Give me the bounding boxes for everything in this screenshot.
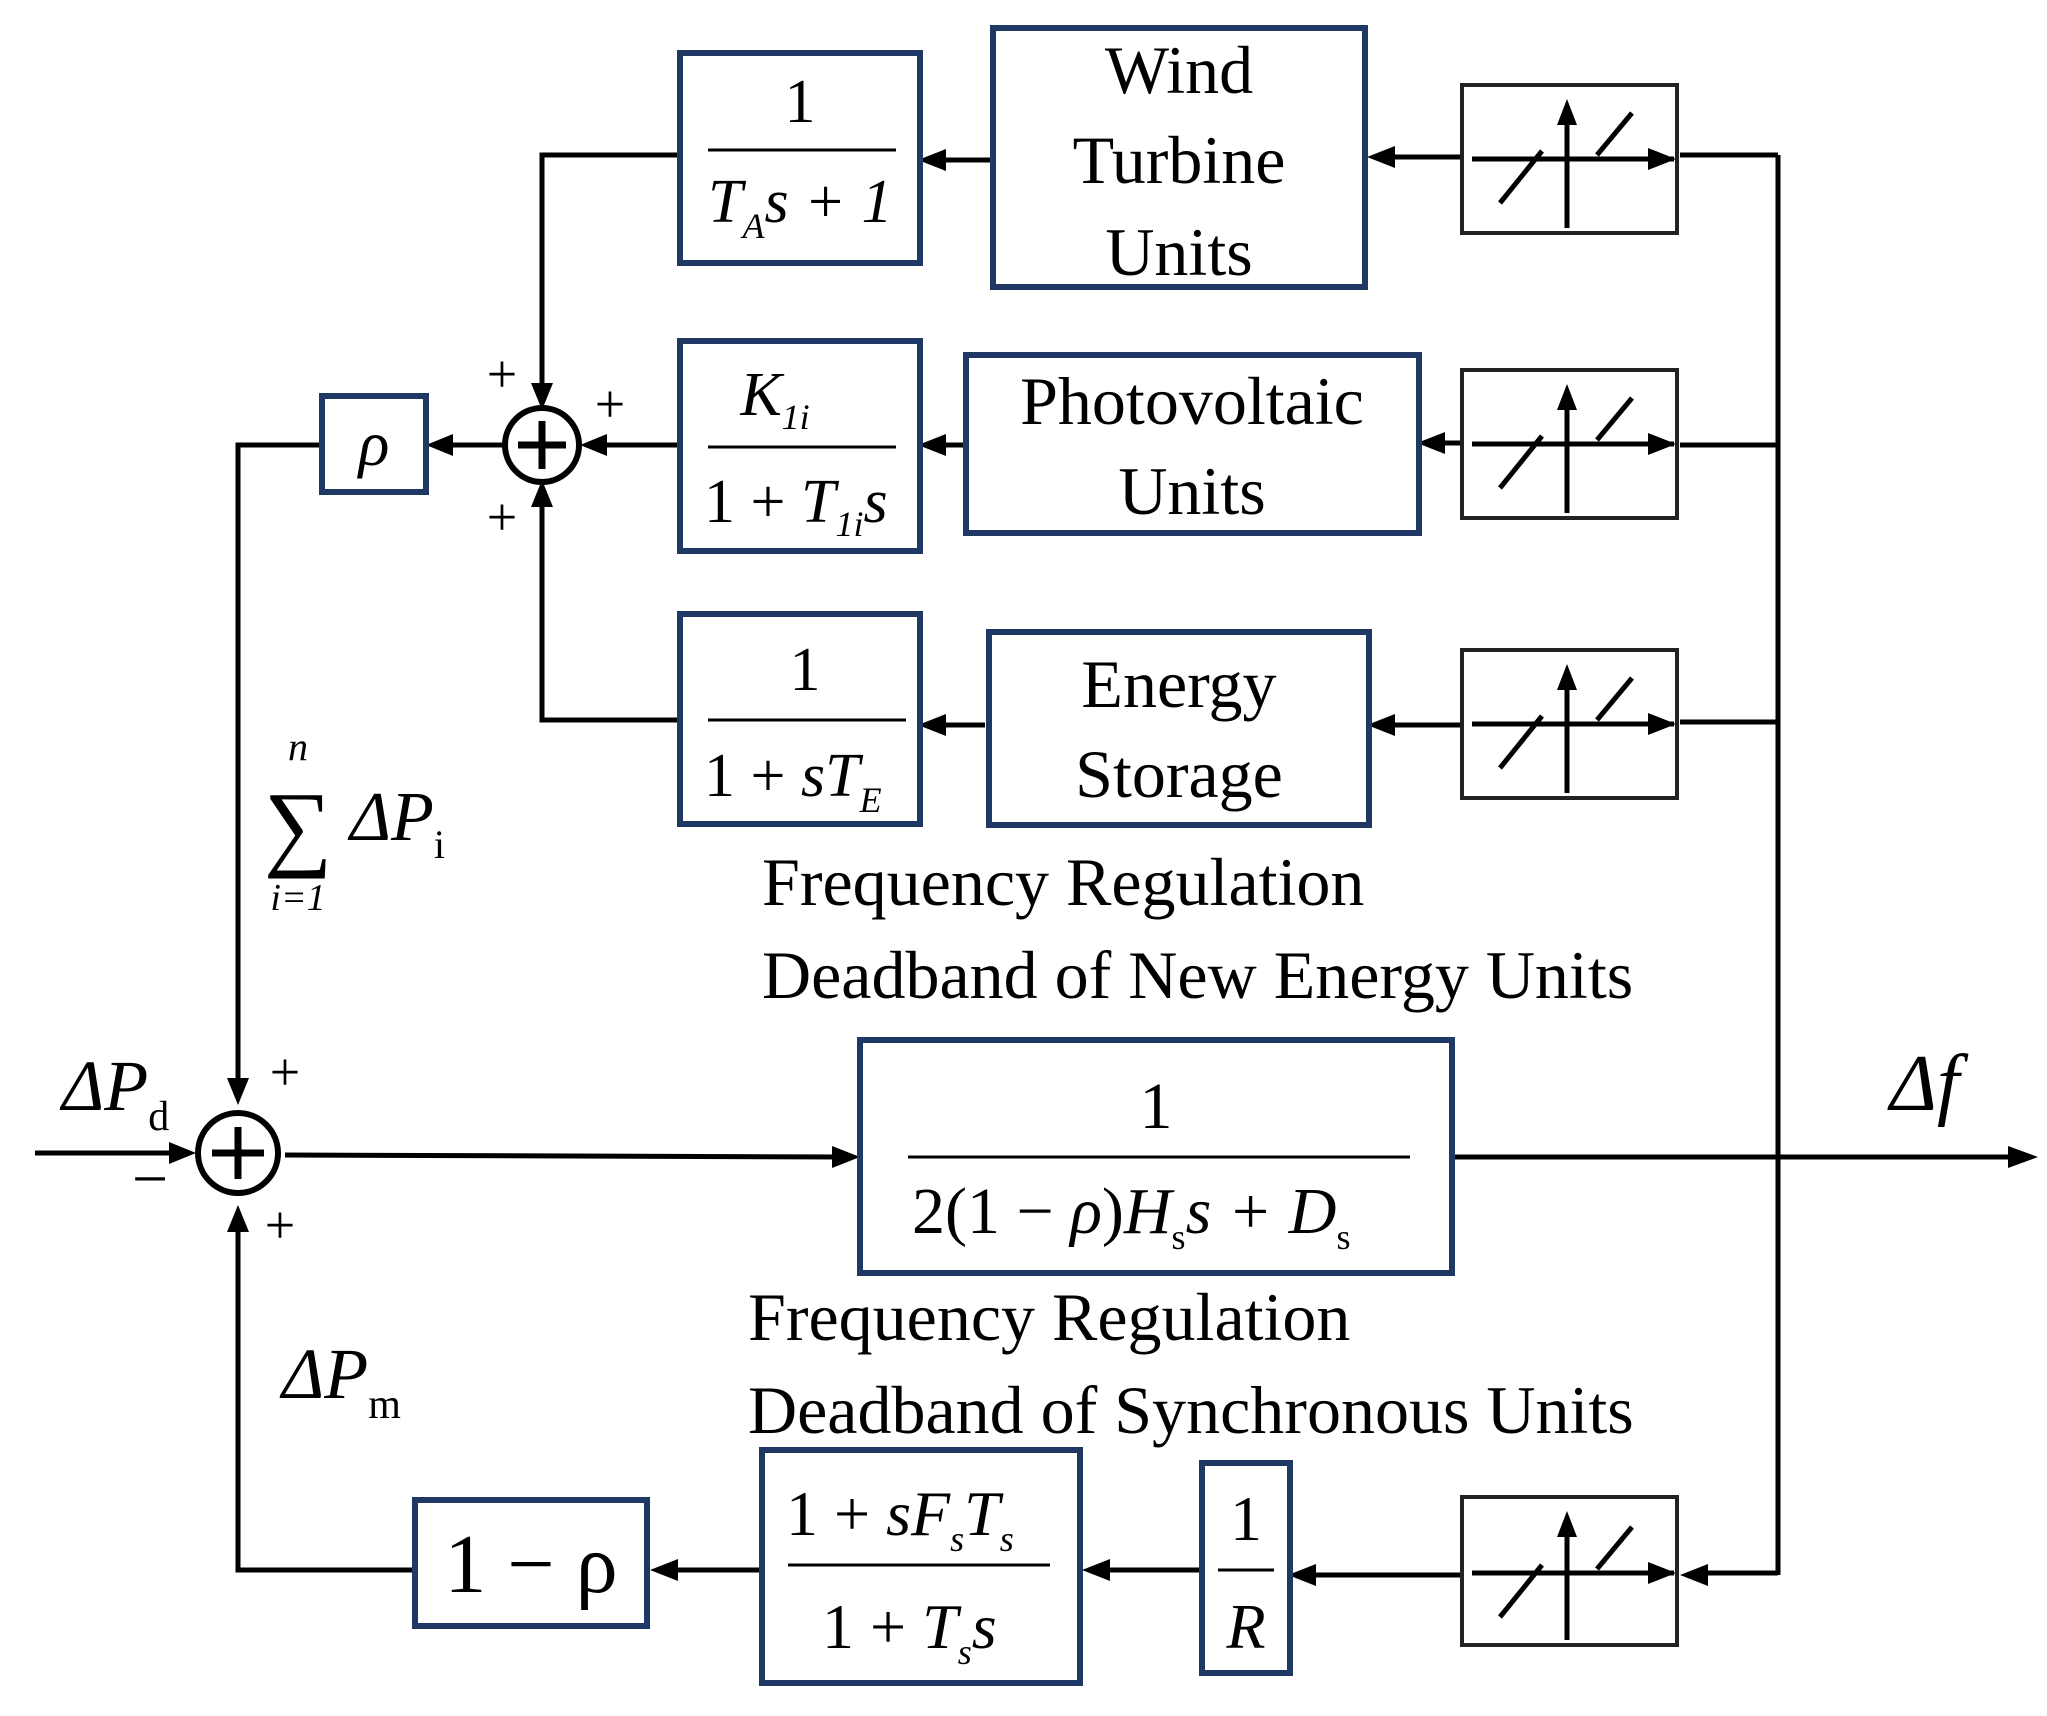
sum-lower-limit: i=1 — [270, 877, 325, 919]
plant-tf-block: 1 2(1 − ρ)Hss + Ds — [857, 1037, 1455, 1276]
sum-upper-limit: n — [288, 724, 308, 769]
arrow-into-plant — [832, 1146, 860, 1168]
photovoltaic-block: Photovoltaic Units — [963, 352, 1422, 536]
signal-wires — [35, 152, 2020, 1578]
main-sum-top-sign: + — [270, 1042, 300, 1102]
droop-denominator: R — [1225, 1591, 1265, 1662]
deadband-storage — [1460, 648, 1679, 800]
arrow-main-sum-left — [169, 1142, 196, 1164]
pv-tf-denominator: 1 + T1is — [704, 468, 888, 544]
arrow-sum-bottom — [531, 480, 553, 507]
storage-line-2: Storage — [1075, 736, 1283, 812]
wind-line-3: Units — [1105, 214, 1252, 290]
rho-block: ρ — [319, 393, 429, 495]
pv-tf-numerator: K1i — [739, 361, 809, 437]
new-energy-label-line-2: Deadband of New Energy Units — [762, 937, 1633, 1013]
rho-to-main-sum — [235, 442, 322, 1090]
pv-line-1: Photovoltaic — [1020, 363, 1364, 439]
arrow-into-one-minus-rho — [650, 1559, 678, 1581]
storage-tf-denominator: 1 + sTE — [704, 742, 882, 820]
synchronous-deadband-label: Frequency Regulation Deadband of Synchro… — [748, 1279, 1634, 1448]
delta-pd-label: ΔPd — [59, 1046, 169, 1140]
governor-tf-block: 1 + sFsTs 1 + Tss — [759, 1447, 1083, 1686]
main-sum-to-plant — [284, 1152, 846, 1160]
arrow-into-pv — [1417, 432, 1445, 454]
storage-tf-block: 1 1 + sTE — [677, 611, 923, 827]
storage-line-1: Energy — [1081, 646, 1276, 722]
governor-tf-numerator: 1 + sFsTs — [786, 1478, 1014, 1559]
arrow-into-storage-tf — [918, 714, 946, 736]
wind-tf-to-sum — [539, 152, 678, 395]
wind-line-1: Wind — [1105, 32, 1253, 108]
energy-storage-block: Energy Storage — [986, 629, 1372, 828]
arrow-into-pv-tf — [918, 434, 946, 456]
storage-tf-numerator: 1 — [790, 636, 821, 704]
wind-tf-block: 1 TAs + 1 — [677, 50, 923, 266]
delta-f-label: Δf — [1887, 1040, 1969, 1128]
delta-pm-label: ΔPm — [279, 1334, 401, 1428]
main-sum-bottom-sign: + — [265, 1195, 295, 1255]
droop-block: 1 R — [1199, 1460, 1293, 1676]
arrow-into-rho — [426, 434, 453, 456]
upper-sum-right-sign: + — [595, 374, 625, 434]
arrow-main-sum-top — [227, 1078, 249, 1105]
storage-tf-to-sum — [539, 495, 678, 723]
arrow-into-wind — [1367, 146, 1395, 168]
arrow-into-storage — [1367, 714, 1395, 736]
arrow-main-sum-bottom — [227, 1205, 249, 1232]
sync-label-line-2: Deadband of Synchronous Units — [748, 1372, 1634, 1448]
plant-tf-denominator: 2(1 − ρ)Hss + Ds — [912, 1175, 1350, 1257]
droop-numerator: 1 — [1230, 1483, 1262, 1554]
sync-label-line-1: Frequency Regulation — [748, 1279, 1350, 1355]
sigma-symbol: ∑ — [264, 772, 332, 879]
arrow-into-governor — [1082, 1559, 1110, 1581]
delta-pm-line — [235, 1220, 415, 1573]
arrow-into-droop — [1288, 1564, 1316, 1586]
arrow-into-sync-deadband — [1680, 1564, 1708, 1586]
deadband-wind — [1460, 83, 1679, 235]
arrowheads — [169, 146, 2038, 1586]
wind-tf-denominator: TAs + 1 — [708, 168, 892, 246]
delta-pi-text: ΔPi — [347, 779, 445, 867]
one-minus-rho-label: 1 − ρ — [444, 1518, 617, 1611]
new-energy-label-line-1: Frequency Regulation — [762, 844, 1364, 920]
deadband-synchronous — [1460, 1495, 1679, 1647]
governor-tf-denominator: 1 + Tss — [822, 1591, 997, 1672]
upper-sum-top-sign: + — [487, 344, 517, 404]
arrow-into-wind-tf — [918, 149, 946, 171]
arrow-sum-right — [580, 434, 607, 456]
wind-turbine-block: Wind Turbine Units — [990, 25, 1368, 290]
pv-line-2: Units — [1118, 453, 1265, 529]
wind-line-2: Turbine — [1073, 122, 1286, 198]
deadband-pv — [1460, 368, 1679, 520]
arrow-sum-top — [531, 383, 553, 410]
main-sum-left-sign: − — [132, 1143, 168, 1214]
new-energy-deadband-label: Frequency Regulation Deadband of New Ene… — [762, 844, 1633, 1013]
sum-delta-pi-label: n ∑ i=1 ΔPi — [264, 724, 445, 919]
rho-label: ρ — [357, 408, 390, 479]
upper-sum-bottom-sign: + — [487, 487, 517, 547]
new-energy-summing-junction: + + + — [487, 344, 625, 547]
wind-tf-numerator: 1 — [785, 68, 816, 136]
main-summing-junction: + − + — [132, 1042, 300, 1255]
plant-tf-numerator: 1 — [1140, 1070, 1173, 1143]
delta-f-arrowhead — [2008, 1146, 2038, 1168]
pv-tf-block: K1i 1 + T1is — [677, 338, 923, 554]
one-minus-rho-block: 1 − ρ — [412, 1497, 650, 1629]
